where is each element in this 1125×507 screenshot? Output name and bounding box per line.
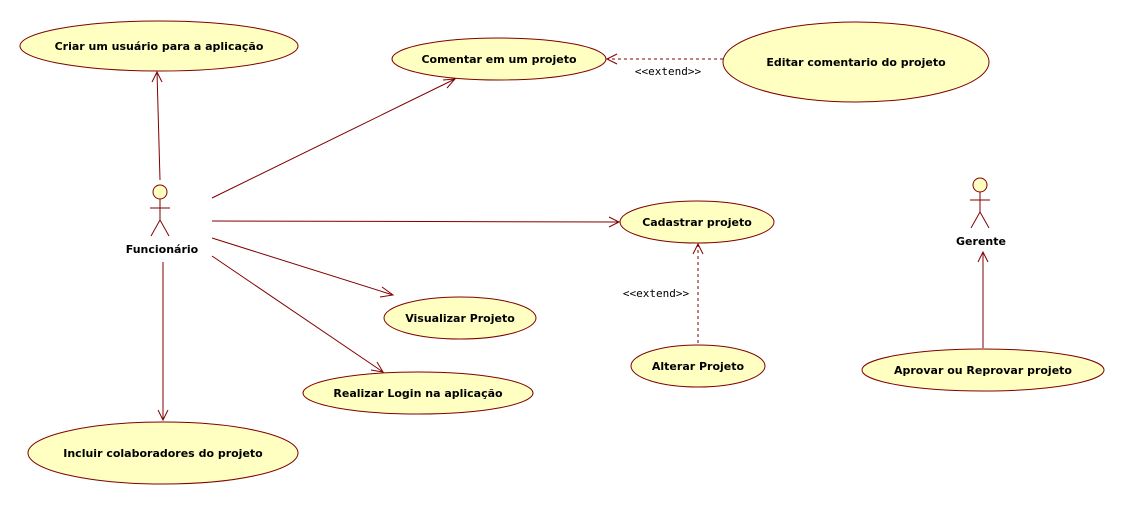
usecase-label-cadastrar: Cadastrar projeto bbox=[642, 216, 752, 229]
arrowhead-cadastrar bbox=[608, 216, 621, 228]
arrowhead-extend-cadastrar bbox=[692, 242, 704, 255]
usecase-shape-visualizar bbox=[383, 296, 537, 340]
usecase-shape-editar-comentario bbox=[722, 21, 990, 103]
assoc-cadastrar bbox=[211, 220, 620, 223]
usecase-criar-usuario[interactable]: Criar um usuário para a aplicação bbox=[19, 20, 299, 72]
arrowhead-gerente bbox=[977, 250, 989, 263]
usecase-aprovar[interactable]: Aprovar ou Reprovar projeto bbox=[861, 348, 1105, 392]
arrowhead-incluir bbox=[157, 409, 169, 422]
assoc-visualizar bbox=[211, 237, 394, 296]
usecase-label-login: Realizar Login na aplicação bbox=[333, 387, 503, 400]
actor-leg-left-funcionario bbox=[150, 219, 161, 237]
actor-head-gerente bbox=[972, 177, 988, 193]
assoc-login bbox=[211, 255, 384, 373]
usecase-shape-alterar bbox=[630, 344, 766, 388]
usecase-label-editar-comentario: Editar comentario do projeto bbox=[766, 56, 946, 69]
extend-label-comentario: <<extend>> bbox=[635, 65, 702, 78]
usecase-label-comentar: Comentar em um projeto bbox=[421, 53, 577, 66]
usecase-visualizar[interactable]: Visualizar Projeto bbox=[383, 296, 537, 340]
usecase-shape-login bbox=[302, 371, 534, 415]
usecase-shape-aprovar bbox=[861, 348, 1105, 392]
arrowhead-comentar bbox=[442, 78, 457, 89]
actor-gerente[interactable]: Gerente bbox=[956, 177, 1006, 248]
usecase-cadastrar[interactable]: Cadastrar projeto bbox=[619, 200, 775, 244]
usecase-label-alterar: Alterar Projeto bbox=[652, 360, 745, 373]
arrowhead-login bbox=[370, 361, 384, 373]
usecase-shape-criar-usuario bbox=[19, 20, 299, 72]
assoc-criar-usuario bbox=[156, 71, 161, 181]
usecase-incluir-colaboradores[interactable]: Incluir colaboradores do projeto bbox=[27, 421, 299, 485]
usecase-shape-incluir-colaboradores bbox=[27, 421, 299, 485]
actor-label-funcionario: Funcionário bbox=[126, 243, 199, 256]
arrowhead-visualizar bbox=[379, 286, 395, 298]
actor-label-gerente: Gerente bbox=[956, 235, 1006, 248]
usecase-shape-cadastrar bbox=[619, 200, 775, 244]
arrowhead-extend-comentar bbox=[605, 53, 618, 65]
usecase-comentar[interactable]: Comentar em um projeto bbox=[391, 37, 607, 81]
extend-label-alterar: <<extend>> bbox=[623, 287, 690, 300]
usecase-shape-comentar bbox=[391, 37, 607, 81]
actor-leg-right-funcionario bbox=[159, 219, 170, 237]
usecase-login[interactable]: Realizar Login na aplicação bbox=[302, 371, 534, 415]
usecase-label-visualizar: Visualizar Projeto bbox=[405, 312, 515, 325]
arrowhead-criar-usuario bbox=[151, 70, 163, 83]
actor-leg-right-gerente bbox=[979, 211, 990, 229]
actor-head-funcionario bbox=[152, 184, 168, 200]
usecase-label-aprovar: Aprovar ou Reprovar projeto bbox=[894, 364, 1072, 377]
actor-funcionario[interactable]: Funcionário bbox=[126, 184, 199, 256]
usecase-editar-comentario[interactable]: Editar comentario do projeto bbox=[722, 21, 990, 103]
usecase-label-criar-usuario: Criar um usuário para a aplicação bbox=[55, 40, 264, 53]
actor-leg-left-gerente bbox=[970, 211, 981, 229]
usecase-label-incluir-colaboradores: Incluir colaboradores do projeto bbox=[63, 447, 263, 460]
assoc-comentar bbox=[211, 78, 456, 199]
usecase-alterar[interactable]: Alterar Projeto bbox=[630, 344, 766, 388]
